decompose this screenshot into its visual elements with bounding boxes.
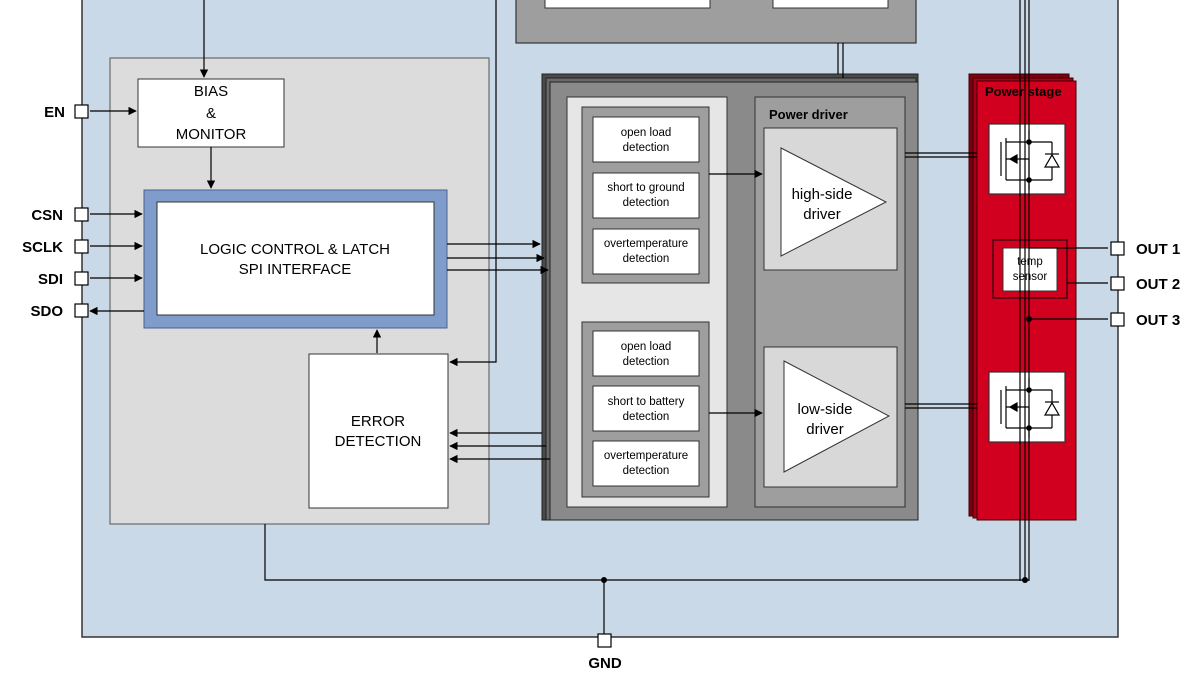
out1-label: OUT 1 <box>1136 241 1180 258</box>
wires <box>89 0 1108 634</box>
sdi-pin <box>74 271 89 286</box>
svg-text:low-side: low-side <box>797 401 852 418</box>
sclk-label: SCLK <box>22 239 63 256</box>
ls-short-to-battery-detection: short to battery detection <box>592 385 700 432</box>
out3-pin <box>1110 312 1125 327</box>
hs-open-load-detection: open load detection <box>592 116 700 163</box>
svg-text:sensor: sensor <box>1013 271 1048 283</box>
svg-text:high-side: high-side <box>792 186 853 203</box>
out1-pin <box>1110 241 1125 256</box>
svg-text:detection: detection <box>623 411 670 423</box>
monitor-label: MONITOR <box>176 126 247 143</box>
sdo-pin <box>74 303 89 318</box>
logic-control-block: LOGIC CONTROL & LATCH SPI INTERFACE <box>143 189 448 329</box>
top-block <box>515 0 917 44</box>
svg-text:short to battery: short to battery <box>608 396 685 408</box>
svg-text:detection: detection <box>623 142 670 154</box>
svg-text:temp: temp <box>1017 256 1043 268</box>
power-stage-title: Power stage <box>985 84 1062 99</box>
bias-label: BIAS <box>194 83 228 100</box>
error-label-line2: DETECTION <box>335 433 422 450</box>
gnd-pin <box>597 633 612 648</box>
csn-pin <box>74 207 89 222</box>
svg-text:overtemperature: overtemperature <box>604 238 688 250</box>
ls-mosfet-icon <box>988 371 1066 443</box>
hs-short-to-ground-detection: short to ground detection <box>592 172 700 219</box>
hs-driver-triangle <box>780 147 888 257</box>
temp-sensor-outer <box>992 239 1068 299</box>
sdo-label: SDO <box>30 303 63 320</box>
out2-label: OUT 2 <box>1136 276 1180 293</box>
svg-text:overtemperature: overtemperature <box>604 450 688 462</box>
gnd-label: GND <box>588 655 622 672</box>
svg-text:short to ground: short to ground <box>607 182 684 194</box>
svg-text:detection: detection <box>623 356 670 368</box>
svg-text:detection: detection <box>623 197 670 209</box>
svg-text:driver: driver <box>806 421 844 438</box>
power-driver-title: Power driver <box>769 107 848 122</box>
svg-text:driver: driver <box>803 206 841 223</box>
sclk-pin <box>74 239 89 254</box>
ls-overtemperature-detection: overtemperature detection <box>592 440 700 487</box>
logic-label-line2: SPI INTERFACE <box>239 261 352 278</box>
error-label-line1: ERROR <box>351 413 405 430</box>
error-detection-block: ERROR DETECTION <box>308 353 449 509</box>
temp-sensor <box>1002 247 1058 292</box>
svg-text:detection: detection <box>623 253 670 265</box>
out2-pin <box>1110 276 1125 291</box>
ls-driver-triangle <box>783 360 891 473</box>
hs-mosfet-icon <box>988 123 1066 195</box>
logic-label-line1: LOGIC CONTROL & LATCH <box>200 241 390 258</box>
ls-open-load-detection: open load detection <box>592 330 700 377</box>
svg-text:open load: open load <box>621 127 672 139</box>
hs-overtemperature-detection: overtemperature detection <box>592 228 700 275</box>
csn-label: CSN <box>31 207 63 224</box>
bias-monitor-block: BIAS & MONITOR <box>137 78 285 148</box>
en-pin <box>74 104 89 119</box>
svg-text:detection: detection <box>623 465 670 477</box>
en-label: EN <box>44 104 65 121</box>
power-driver-block: Power driver high-side driver low-side d… <box>754 96 906 508</box>
pin-squares <box>74 104 1125 648</box>
junction-dots <box>601 316 1032 583</box>
sdi-label: SDI <box>38 271 63 288</box>
bias-amp-label: & <box>206 105 216 122</box>
svg-text:open load: open load <box>621 341 672 353</box>
out3-label: OUT 3 <box>1136 312 1180 329</box>
